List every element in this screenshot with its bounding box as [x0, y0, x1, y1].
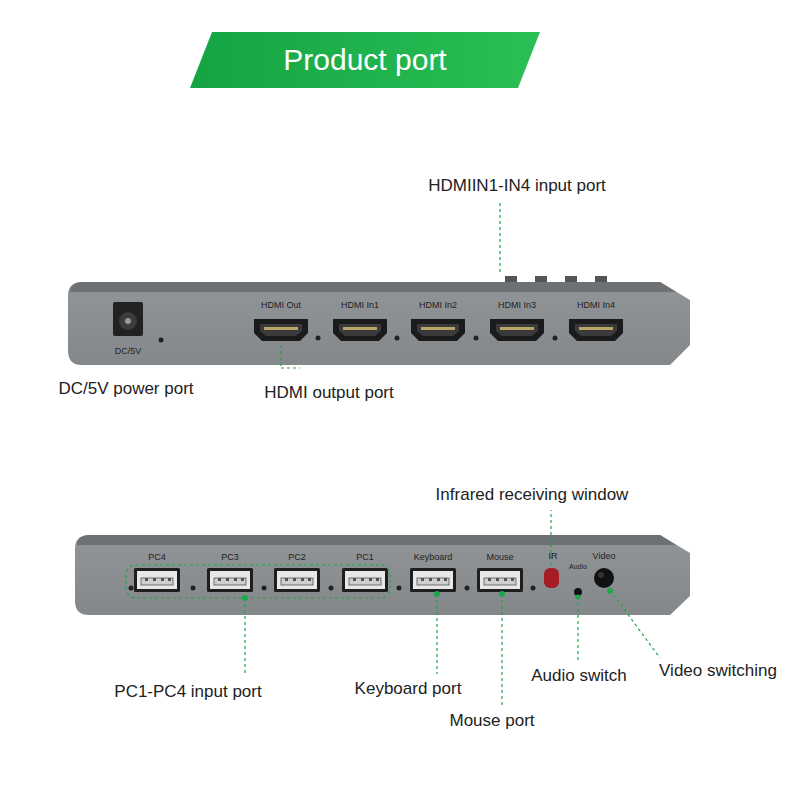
port-label: PC4 [148, 553, 166, 563]
port-label: PC2 [288, 553, 306, 563]
port-label: Video [593, 552, 616, 562]
callout-label: Keyboard port [355, 680, 462, 699]
title: Product port [283, 43, 446, 77]
port-label: HDMI In2 [419, 301, 457, 311]
callout-label: PC1-PC4 input port [114, 683, 261, 702]
port-label: HDMI In1 [341, 301, 379, 311]
leader-lines [126, 200, 660, 706]
port-label: HDMI In4 [577, 301, 615, 311]
leader-dots [242, 588, 613, 601]
callout-label: Video switching [659, 662, 777, 681]
callout-label: Audio switch [531, 667, 626, 686]
rear-panel [68, 276, 690, 365]
port-label: PC3 [221, 553, 239, 563]
front-panel [75, 535, 690, 615]
port-label: DC/5V [115, 347, 142, 357]
port-label: HDMI Out [261, 301, 301, 311]
port-label: Keyboard [414, 553, 453, 563]
callout-label: HDMI output port [264, 384, 393, 403]
port-label: Audio [569, 563, 587, 571]
port-label: Mouse [486, 553, 513, 563]
port-label: PC1 [356, 553, 374, 563]
callout-label: HDMIIN1-IN4 input port [428, 177, 606, 196]
title-banner [190, 32, 540, 88]
callout-label: Mouse port [449, 712, 534, 731]
port-label: IR [549, 552, 558, 562]
port-label: HDMI In3 [498, 301, 536, 311]
callout-label: DC/5V power port [58, 380, 193, 399]
callout-label: Infrared receiving window [436, 486, 629, 505]
